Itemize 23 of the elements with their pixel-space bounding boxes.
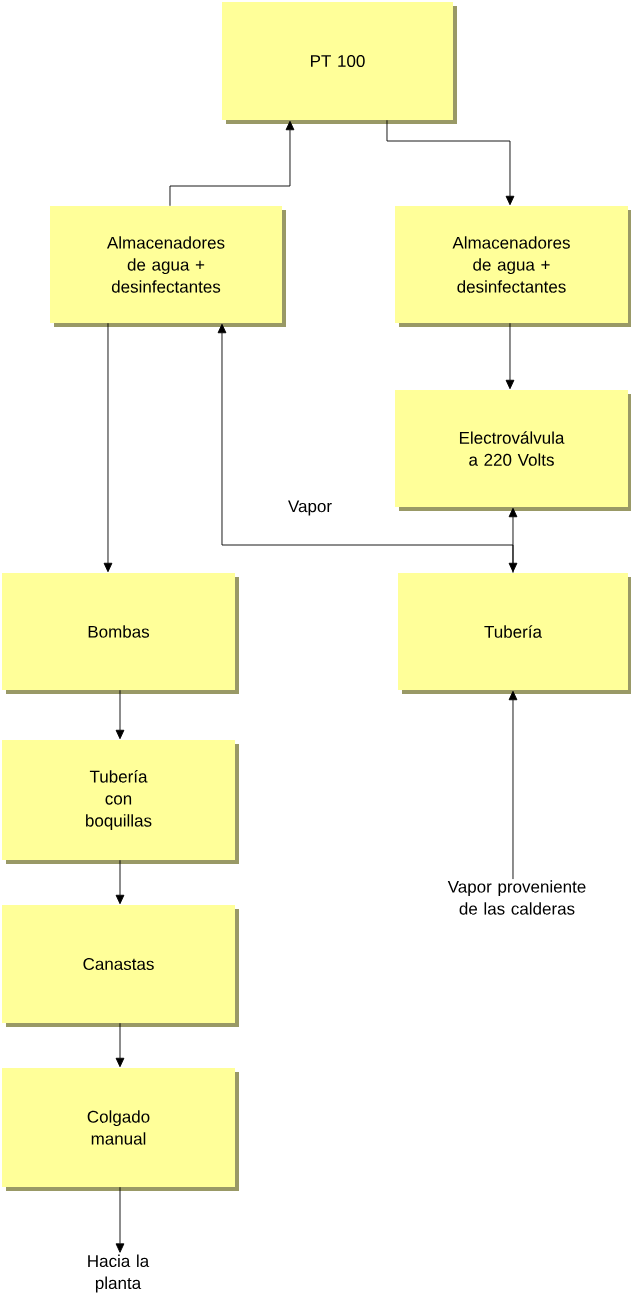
arrow [508,507,518,573]
arrow [505,322,515,390]
process-box: Tubería con boquillas [2,740,239,864]
process-box: Almacenadores de agua + desinfectantes [50,206,286,327]
process-box: Colgado manual [2,1068,239,1191]
process-box: Canastas [2,905,239,1027]
flow-text: Hacia la planta [88,1254,150,1293]
arrow [103,322,113,573]
process-box: Electroválvula a 220 Volts [395,390,631,511]
arrow [508,690,518,880]
arrow [386,119,515,206]
arrow [217,323,514,574]
arrow [115,689,125,740]
process-box: Tubería [398,573,631,694]
flow-text: Vapor proveniente de las calderas [447,880,586,915]
process-box: PT 100 [222,2,457,124]
arrow [115,1186,125,1253]
arrow [115,1022,125,1068]
arrow [169,120,295,207]
process-box: Almacenadores de agua + desinfectantes [395,206,631,327]
arrow [115,859,125,905]
edge-label: Vapor [286,499,334,517]
process-box: Bombas [2,573,239,694]
